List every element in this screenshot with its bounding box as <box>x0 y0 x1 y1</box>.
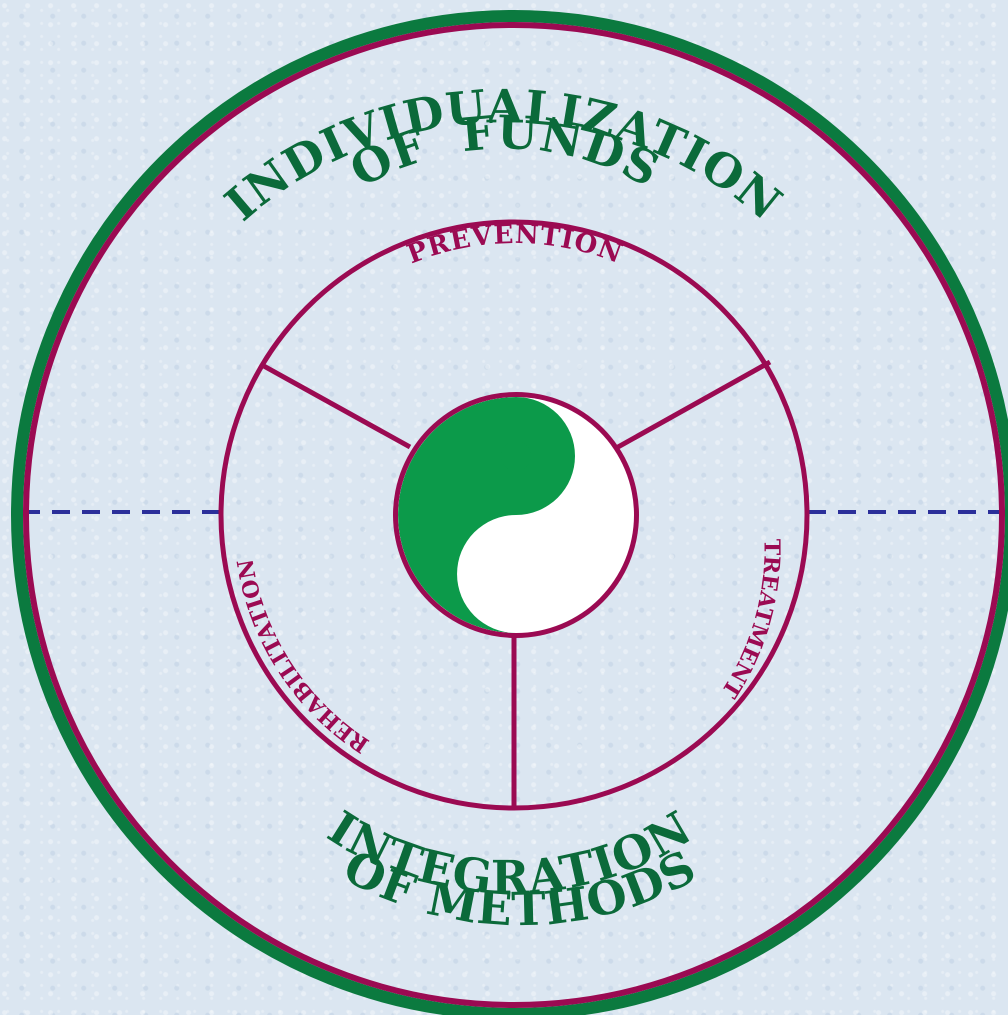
spoke-right <box>616 359 772 450</box>
spoke-left <box>260 362 412 450</box>
outer-ring-green <box>11 10 1008 1015</box>
segment-label-treatment: TREATMENT <box>716 539 785 703</box>
segment-label-rehabilitation: REHABILITATION <box>233 557 374 758</box>
segment-label-prevention-path: PREVENTION <box>403 220 625 270</box>
outer-ring-maroon <box>23 22 1005 1008</box>
yin-yang-icon <box>393 392 639 638</box>
segment-label-treatment-path: TREATMENT <box>716 539 785 703</box>
segment-label-prevention: PREVENTION <box>403 220 626 270</box>
segment-label-rehabilitation-path: REHABILITATION <box>233 557 374 758</box>
